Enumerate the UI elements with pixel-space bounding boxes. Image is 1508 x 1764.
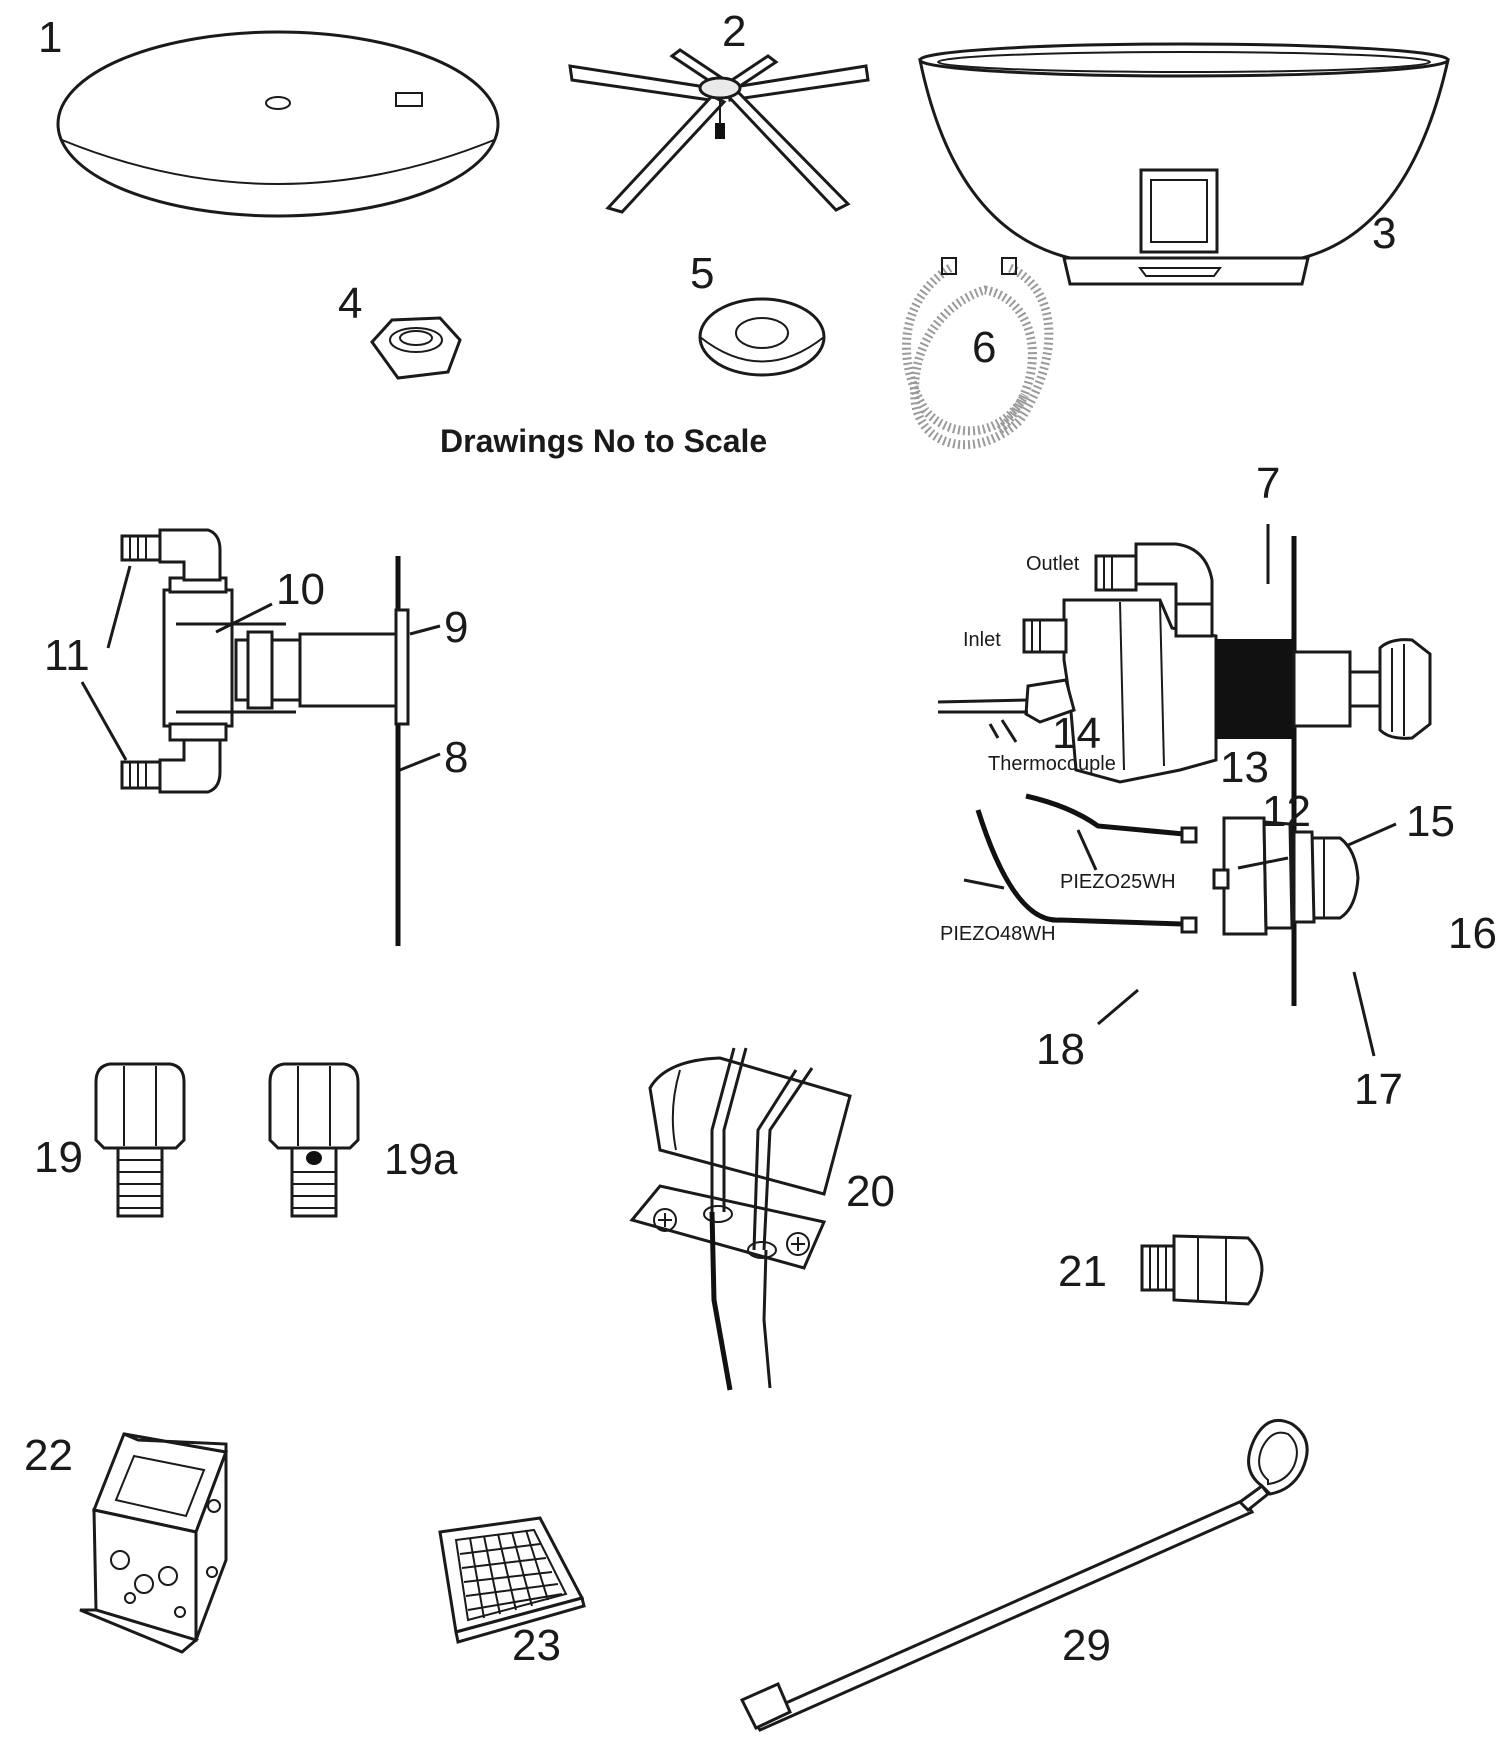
part-number-20: 20 [846,1167,895,1216]
thermocouple-label: Thermocouple [988,753,1116,775]
part-number-9: 9 [444,603,468,652]
part-1-lid-plate [56,30,500,218]
part-number-29: 29 [1062,1621,1111,1670]
part-20-pilot-assembly [629,1047,852,1391]
part-23-mesh-screen [438,1516,586,1644]
part-4-hex-nut [370,316,462,380]
part-number-22: 22 [24,1431,73,1480]
part-number-23: 23 [512,1621,561,1670]
part-number-7: 7 [1256,459,1280,508]
part-number-12: 12 [1262,787,1311,836]
outlet-label: Outlet [1026,553,1080,575]
part-number-16: 16 [1448,909,1497,958]
part-number-6: 6 [972,323,996,372]
inlet-label: Inlet [963,629,1001,651]
part-number-4: 4 [338,279,362,328]
scale-note: Drawings No to Scale [440,423,767,459]
part-number-21: 21 [1058,1247,1107,1296]
part-number-2: 2 [722,7,746,56]
part-number-13: 13 [1220,743,1269,792]
piezo48-label: PIEZO48WH [940,923,1056,945]
part-21-adapter-fitting [1140,1234,1264,1306]
tee-fitting-assembly [80,528,441,946]
part-number-3: 3 [1372,209,1396,258]
part-19-orifice [94,1062,186,1218]
part-number-8: 8 [444,733,468,782]
part-number-18: 18 [1036,1025,1085,1074]
part-29-lighting-rod [739,1419,1309,1732]
part-22-junction-box [79,1432,229,1654]
part-2-star-burner [568,48,870,214]
part-number-19: 19 [34,1133,83,1182]
part-3-fire-bowl [918,42,1450,286]
part-number-15: 15 [1406,797,1455,846]
part-5-washer [698,297,826,377]
part-number-11: 11 [44,631,90,680]
part-number-19a: 19a [384,1135,458,1184]
part-19a-orifice [268,1062,360,1218]
part-number-10: 10 [276,565,325,614]
piezo25-label: PIEZO25WH [1060,871,1176,893]
gas-valve-assembly [937,524,1432,1057]
part-number-14: 14 [1052,709,1101,758]
part-number-5: 5 [690,249,714,298]
part-number-1: 1 [38,13,62,62]
part-number-17: 17 [1354,1065,1403,1114]
part-6-flex-hose [902,257,1054,450]
